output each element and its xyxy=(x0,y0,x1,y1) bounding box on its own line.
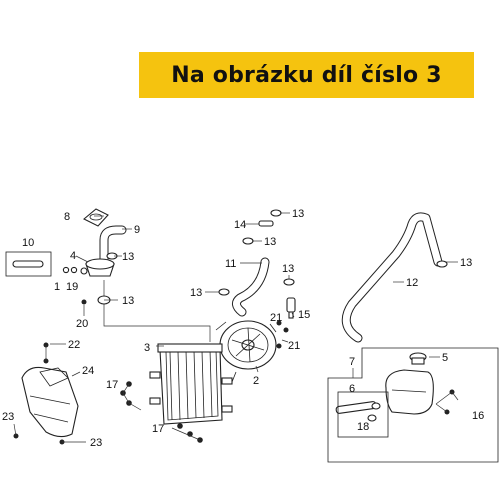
part-4-filler-neck xyxy=(85,258,115,277)
callout-17-b: 17 xyxy=(152,423,164,435)
callout-10: 10 xyxy=(22,237,34,249)
callout-labels: 8 9 10 4 13 1 19 13 20 14 13 13 11 13 13… xyxy=(2,208,484,449)
leader-lines xyxy=(13,212,459,443)
callout-7: 7 xyxy=(349,356,355,368)
callout-19: 19 xyxy=(66,281,78,293)
callout-5: 5 xyxy=(442,352,448,364)
callout-1: 1 xyxy=(54,281,60,293)
callout-21-a: 21 xyxy=(270,312,282,324)
callout-11: 11 xyxy=(225,258,236,270)
part-21-bolts xyxy=(276,320,289,349)
callout-13-f: 13 xyxy=(190,287,202,299)
part-12-hose xyxy=(341,212,443,343)
part-1-19-fittings xyxy=(62,266,88,275)
callout-9: 9 xyxy=(134,224,140,236)
banner-text: Na obrázku díl číslo 3 xyxy=(171,62,442,88)
callout-12: 12 xyxy=(406,277,418,289)
callout-4: 4 xyxy=(70,250,76,262)
callout-13-g: 13 xyxy=(460,257,472,269)
callout-8: 8 xyxy=(64,211,70,223)
part-3-radiator xyxy=(149,343,233,425)
callout-13-d: 13 xyxy=(264,236,276,248)
callout-6: 6 xyxy=(349,383,355,395)
callout-15: 15 xyxy=(298,309,310,321)
part-9-hose xyxy=(99,225,127,267)
callout-3: 3 xyxy=(144,342,150,354)
part-14-fitting xyxy=(242,209,282,245)
callout-18: 18 xyxy=(357,421,369,433)
part-number-banner: Na obrázku díl číslo 3 xyxy=(139,52,474,98)
part-20-bolt xyxy=(81,299,87,316)
part-15-switch xyxy=(286,297,296,319)
callout-24: 24 xyxy=(82,365,94,377)
clamp-13-group xyxy=(97,252,118,305)
callout-23-a: 23 xyxy=(2,411,14,423)
callout-21-b: 21 xyxy=(288,340,300,352)
expansion-tank-inset xyxy=(327,347,499,463)
part-2-fan xyxy=(215,320,277,383)
callout-13-b: 13 xyxy=(122,295,134,307)
callout-17-a: 17 xyxy=(106,379,118,391)
part-10-box xyxy=(5,251,52,277)
callout-16: 16 xyxy=(472,410,484,422)
callout-13-a: 13 xyxy=(122,251,134,263)
part-24-shroud xyxy=(13,342,79,445)
callout-23-b: 23 xyxy=(90,437,102,449)
callout-2: 2 xyxy=(253,375,259,387)
clamp-13-right xyxy=(436,260,448,268)
part-8-cap xyxy=(83,208,109,227)
callout-14: 14 xyxy=(234,219,246,231)
callout-20: 20 xyxy=(76,318,88,330)
part-17-bolts xyxy=(120,381,203,443)
callout-13-e: 13 xyxy=(282,263,294,275)
callout-22: 22 xyxy=(68,339,80,351)
part-11-hose xyxy=(232,257,270,317)
callout-13-c: 13 xyxy=(292,208,304,220)
